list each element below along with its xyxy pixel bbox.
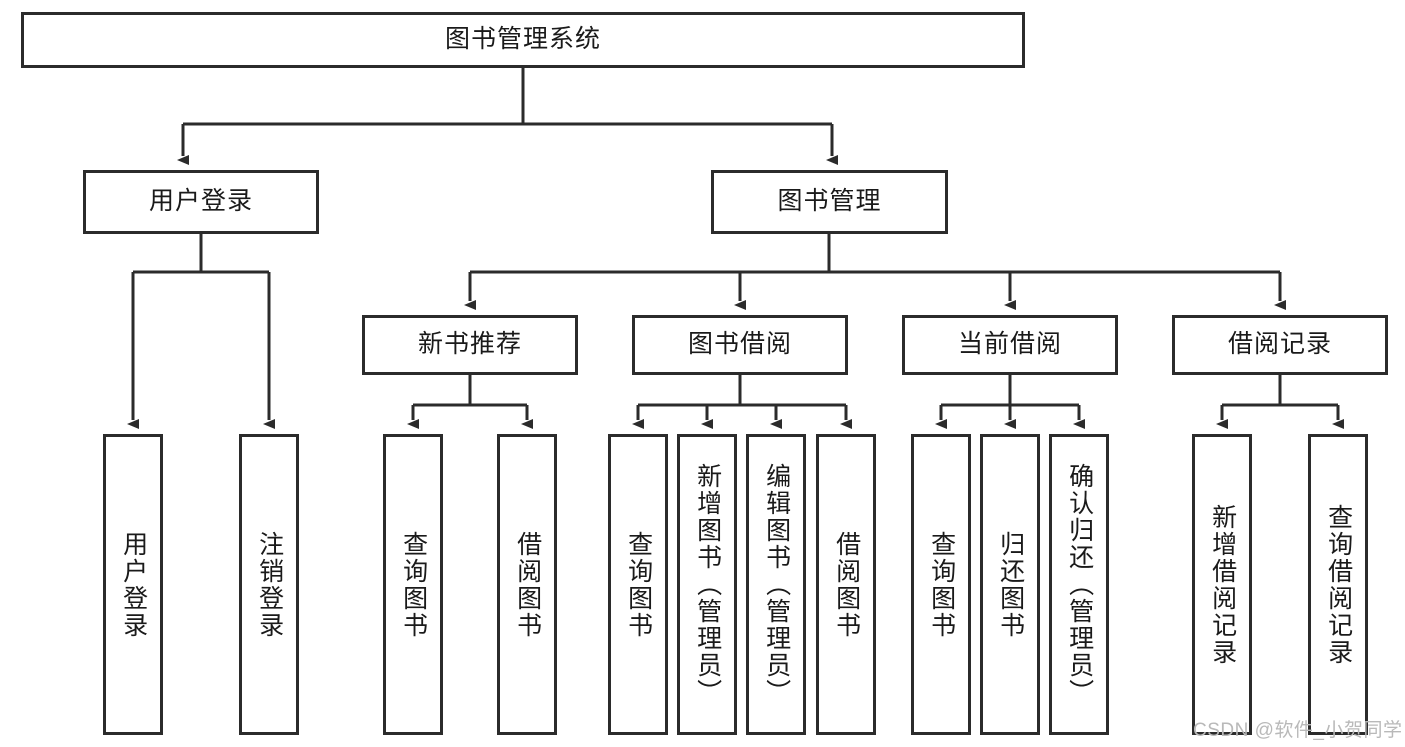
node-label: 新书推荐 — [417, 330, 522, 359]
node-label: 查询图书 — [927, 530, 956, 639]
node-label: 编辑图书（管理员） — [762, 463, 791, 706]
node-label: 图书借阅 — [687, 330, 792, 359]
node-label: 借阅记录 — [1227, 330, 1332, 359]
leaf-new-book-query-book[interactable]: 查询图书 — [383, 434, 443, 735]
leaf-current-borrow-confirm-return-admin[interactable]: 确认归还（管理员） — [1049, 434, 1109, 735]
node-label: 查询借阅记录 — [1324, 503, 1353, 666]
node-label: 新增图书（管理员） — [693, 463, 722, 706]
node-label: 查询图书 — [399, 530, 428, 639]
node-label: 借阅图书 — [513, 530, 542, 639]
leaf-book-borrow-add-book-admin[interactable]: 新增图书（管理员） — [677, 434, 737, 735]
leaf-borrow-record-add-record[interactable]: 新增借阅记录 — [1192, 434, 1252, 735]
node-label: 确认归还（管理员） — [1065, 463, 1094, 706]
node-new-book-recommend[interactable]: 新书推荐 — [362, 315, 578, 375]
leaf-borrow-record-query-record[interactable]: 查询借阅记录 — [1308, 434, 1368, 735]
node-label: 查询图书 — [624, 530, 653, 639]
node-label: 借阅图书 — [832, 530, 861, 639]
node-label: 图书管理系统 — [444, 25, 601, 54]
node-label: 当前借阅 — [957, 330, 1062, 359]
leaf-book-borrow-edit-book-admin[interactable]: 编辑图书（管理员） — [746, 434, 806, 735]
node-label: 图书管理 — [777, 187, 882, 216]
leaf-book-borrow-query-book[interactable]: 查询图书 — [608, 434, 668, 735]
node-label: 归还图书 — [996, 530, 1025, 639]
node-book-management[interactable]: 图书管理 — [711, 170, 948, 234]
node-label: 用户登录 — [148, 187, 253, 216]
node-label: 新增借阅记录 — [1208, 503, 1237, 666]
node-label: 注销登录 — [255, 530, 284, 639]
leaf-book-borrow-borrow-book[interactable]: 借阅图书 — [816, 434, 876, 735]
node-current-borrow[interactable]: 当前借阅 — [902, 315, 1118, 375]
leaf-user-login-login[interactable]: 用户登录 — [103, 434, 163, 735]
node-book-borrow[interactable]: 图书借阅 — [632, 315, 848, 375]
csdn-watermark: CSDN @软件_小贺同学 — [1193, 720, 1403, 741]
node-root-book-management-system[interactable]: 图书管理系统 — [21, 12, 1025, 68]
node-user-login[interactable]: 用户登录 — [83, 170, 319, 234]
leaf-current-borrow-query-book[interactable]: 查询图书 — [911, 434, 971, 735]
leaf-new-book-borrow-book[interactable]: 借阅图书 — [497, 434, 557, 735]
node-label: 用户登录 — [119, 530, 148, 639]
leaf-current-borrow-return-book[interactable]: 归还图书 — [980, 434, 1040, 735]
leaf-user-login-logout[interactable]: 注销登录 — [239, 434, 299, 735]
node-borrow-record[interactable]: 借阅记录 — [1172, 315, 1388, 375]
